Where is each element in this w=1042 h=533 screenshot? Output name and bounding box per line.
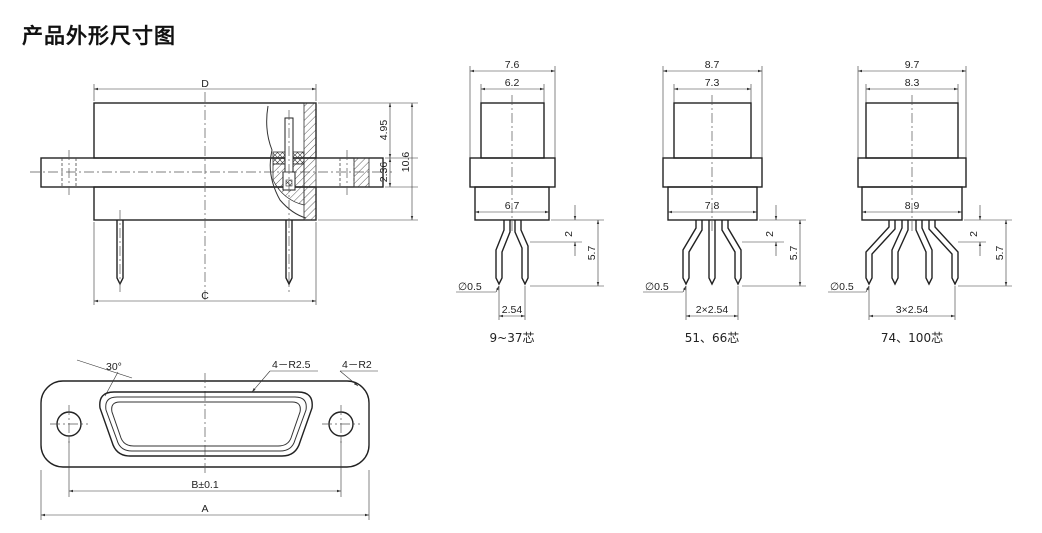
side3-bend-label: 2 <box>968 231 980 237</box>
side3-pitch-label: 3×2.54 <box>896 304 929 316</box>
side3-top-inner-label: 8.3 <box>905 77 920 89</box>
side2-top-outer-label: 8.7 <box>705 59 720 71</box>
side2-caption: 51、66芯 <box>685 331 740 345</box>
side1-height-label: 5.7 <box>586 246 598 261</box>
radius-outer-label: 4－R2 <box>342 359 372 371</box>
side2-pitch-label: 2×2.54 <box>696 304 729 316</box>
side2-bend-label: 2 <box>764 231 776 237</box>
dim-C-label: C <box>201 290 209 302</box>
page-title: 产品外形尺寸图 <box>22 24 176 48</box>
side3-height-label: 5.7 <box>994 246 1006 261</box>
angle-label: 30° <box>106 361 122 373</box>
side-view-51-66: 8.7 7.3 7.8 2×2.54 ∅0.5 2 5.7 51、66芯 <box>643 59 806 345</box>
dim-A-label: A <box>201 503 208 515</box>
dim-10-6-label: 10.6 <box>400 152 412 173</box>
radius-inner-label: 4－R2.5 <box>272 359 311 371</box>
side3-pin-dia-label: ∅0.5 <box>830 281 854 293</box>
side1-top-outer-label: 7.6 <box>505 59 520 71</box>
side3-top-outer-label: 9.7 <box>905 59 920 71</box>
side1-caption: 9~37芯 <box>490 331 535 345</box>
side2-pin-dia-label: ∅0.5 <box>645 281 669 293</box>
side-view-74-100: 9.7 8.3 8.9 3×2.54 ∅0.5 2 5.7 74、100芯 <box>828 59 1012 345</box>
dim-4-95-label: 4.95 <box>378 120 390 141</box>
bottom-view: 30° 4－R2.5 4－R2 B±0.1 A <box>40 359 378 520</box>
front-view: D C 4.95 2.36 10.6 <box>30 78 418 305</box>
dim-B-label: B±0.1 <box>191 479 219 491</box>
side-view-9-37: 7.6 6.2 6.7 2.54 ∅0.5 2 5.7 9~37芯 <box>456 59 604 345</box>
side2-top-inner-label: 7.3 <box>705 77 720 89</box>
side1-bend-label: 2 <box>563 231 575 237</box>
dim-D-label: D <box>201 78 209 90</box>
side3-caption: 74、100芯 <box>881 331 943 345</box>
side2-height-label: 5.7 <box>788 246 800 261</box>
side1-pin-dia-label: ∅0.5 <box>458 281 482 293</box>
side1-top-inner-label: 6.2 <box>505 77 520 89</box>
side1-pitch-label: 2.54 <box>502 304 523 316</box>
dim-2-36-label: 2.36 <box>378 162 390 183</box>
